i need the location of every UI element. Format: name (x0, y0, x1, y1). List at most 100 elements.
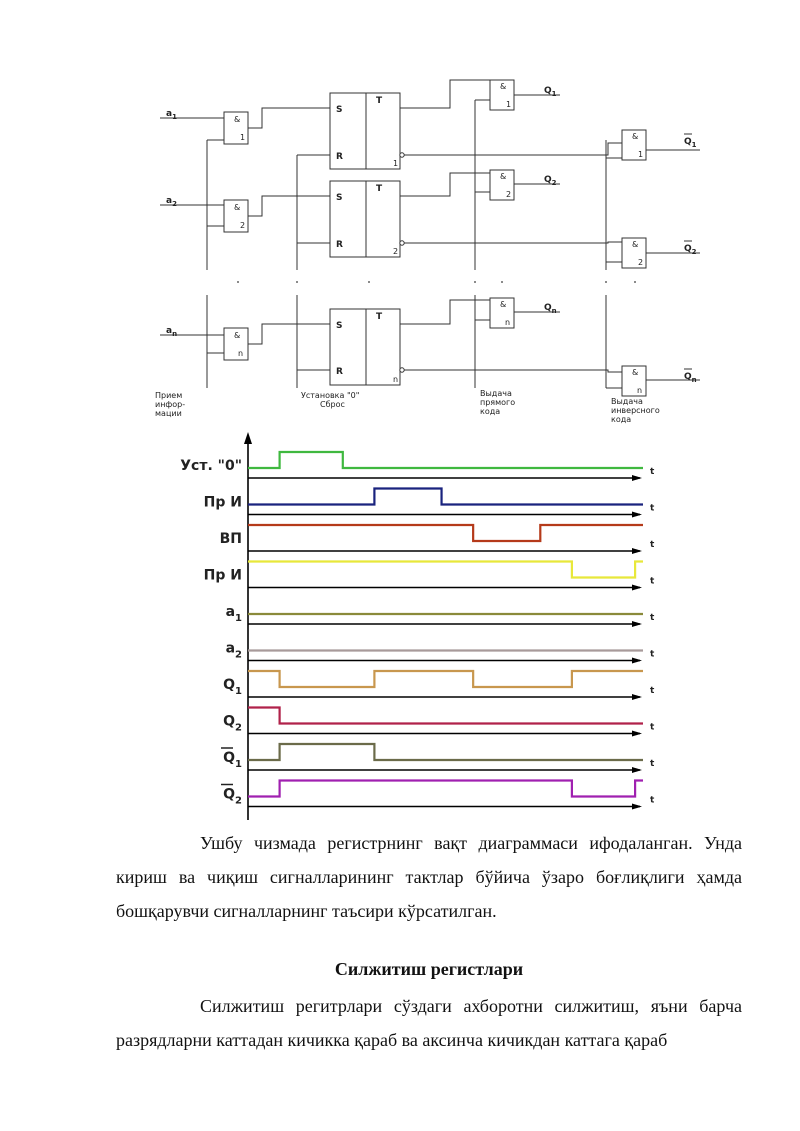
caption-inverse: Выдача инверсного кода (611, 397, 660, 424)
svg-text:Прием: Прием (155, 391, 182, 400)
signal-label-4: a1 (226, 604, 242, 624)
waveform-7 (248, 706, 643, 725)
svg-text:1: 1 (638, 150, 643, 159)
svg-text:2: 2 (638, 258, 643, 267)
svg-text:инфор-: инфор- (155, 400, 185, 409)
continuation-dots (237, 281, 636, 283)
t-label-5: t (650, 650, 655, 660)
t-label-6: t (650, 686, 655, 696)
trigger-n: S R T n (329, 308, 405, 386)
waveform-1 (248, 487, 643, 506)
svg-text:S: S (336, 193, 342, 203)
inverse-output-label-q1: Q1 (684, 133, 697, 149)
t-label-7: t (650, 723, 655, 733)
svg-text:S: S (336, 105, 342, 115)
svg-text:T: T (376, 312, 383, 322)
svg-text:мации: мации (155, 409, 182, 418)
inverse-output-label-qn: Qn (684, 368, 697, 384)
waveform-0 (248, 450, 643, 470)
axis-arrow-8 (632, 767, 642, 773)
t-label-0: t (650, 467, 655, 477)
svg-text:1: 1 (240, 133, 245, 142)
caption-direct: Выдача прямого кода (480, 389, 515, 416)
svg-text:n: n (505, 318, 510, 327)
caption-reset: Установка "0" Сброс (301, 391, 359, 409)
inverse-gate-2: & 2 (621, 237, 647, 269)
waveform-9 (248, 779, 643, 798)
svg-text:&: & (632, 240, 638, 249)
svg-text:R: R (336, 152, 343, 162)
svg-text:кода: кода (611, 415, 631, 424)
t-label-3: t (650, 577, 655, 587)
axis-arrow-2 (632, 548, 642, 554)
svg-text:Установка "0": Установка "0" (301, 391, 359, 400)
axis-arrow-9 (632, 803, 642, 810)
output-label-q2: Q2 (544, 175, 557, 187)
axis-arrow-1 (632, 511, 642, 518)
svg-text:T: T (376, 184, 383, 194)
inverse-output-label-q2: Q2 (684, 240, 697, 256)
axis-arrow-0 (632, 475, 642, 481)
svg-text:прямого: прямого (480, 398, 515, 407)
svg-text:1: 1 (393, 159, 398, 168)
inverse-gate-n: & n (621, 365, 647, 397)
input-gate-n: & n (223, 327, 249, 361)
t-label-8: t (650, 759, 655, 769)
waveform-2 (248, 523, 643, 543)
signal-label-7: Q2 (223, 714, 242, 734)
svg-text:Q1: Q1 (684, 137, 697, 149)
svg-text:&: & (632, 132, 638, 141)
axis-arrow-7 (632, 730, 642, 737)
trigger-1: S R T 1 (329, 92, 405, 170)
t-label-1: t (650, 504, 655, 514)
output-label-qn: Qn (544, 303, 557, 315)
input-label-a2: a2 (166, 196, 177, 208)
register-circuit-diagram: & 1 & 2 & n S R T 1 S R T 2 (155, 79, 700, 424)
svg-text:R: R (336, 367, 343, 377)
circuit-wires (160, 79, 700, 389)
section-heading: Силжитиш регистлари (334, 959, 524, 979)
direct-gate-2: & 2 (489, 169, 515, 201)
inverse-gate-1: & 1 (621, 129, 647, 161)
waveform-3 (248, 560, 643, 579)
svg-text:кода: кода (480, 407, 500, 416)
axis-arrow-6 (632, 694, 642, 700)
signal-label-3: Пр И (204, 568, 242, 584)
paragraph-2: Силжитиш регитрлари сўздаги ахборотни си… (116, 996, 742, 1050)
input-gate-2: & 2 (223, 199, 249, 233)
direct-gate-1: & 1 (489, 79, 515, 111)
svg-text:&: & (500, 172, 506, 181)
signal-label-2: ВП (220, 531, 242, 547)
input-label-a1: a1 (166, 109, 177, 121)
waveform-6 (248, 669, 643, 689)
signal-label-8: Q1 (223, 750, 242, 770)
axis-arrow-3 (632, 584, 642, 591)
svg-text:1: 1 (506, 100, 511, 109)
svg-text:Выдача: Выдача (611, 397, 643, 406)
svg-text:Qn: Qn (684, 372, 697, 384)
signal-label-0: Уст. "0" (180, 458, 242, 474)
t-label-2: t (650, 540, 655, 550)
axis-arrow-4 (632, 621, 642, 627)
svg-text:S: S (336, 321, 342, 331)
caption-receive: Прием инфор- мации (155, 391, 185, 418)
svg-text:Q2: Q2 (684, 244, 697, 256)
svg-text:&: & (234, 331, 240, 340)
svg-text:n: n (637, 386, 642, 395)
svg-text:2: 2 (393, 247, 398, 256)
signal-label-6: Q1 (223, 677, 242, 697)
svg-text:&: & (234, 203, 240, 212)
t-label-9: t (650, 796, 655, 806)
svg-text:n: n (393, 375, 398, 384)
signal-label-1: Пр И (204, 495, 242, 511)
signal-label-9: Q2 (223, 787, 242, 807)
svg-text:&: & (632, 368, 638, 377)
svg-text:Выдача: Выдача (480, 389, 512, 398)
svg-text:&: & (234, 115, 240, 124)
t-label-4: t (650, 613, 655, 623)
paragraph-1: Ушбу чизмада регистрнинг вақт диаграммас… (116, 833, 742, 921)
svg-text:R: R (336, 240, 343, 250)
signal-label-5: a2 (226, 641, 242, 661)
